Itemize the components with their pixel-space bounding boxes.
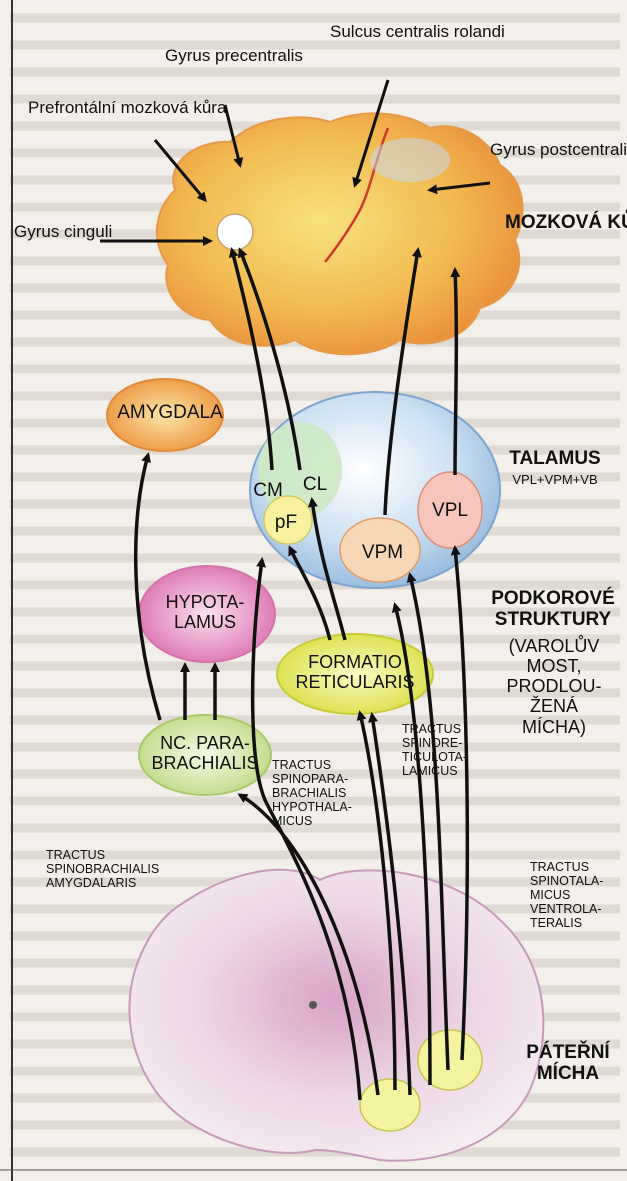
label-vpl: VPL — [425, 500, 475, 521]
label-talamus: TALAMUS — [500, 448, 610, 469]
label-formatio-reticularis: FORMATIO RETICULARIS — [290, 652, 420, 692]
label-hypotalamus: HYPOTA-LAMUS — [150, 592, 260, 632]
label-paterni-micha: PÁTEŘNÍ MÍCHA — [518, 1042, 618, 1085]
spinal-cord-shape — [129, 870, 543, 1161]
label-gyrus-precentralis: Gyrus precentralis — [165, 46, 275, 65]
label-tractus-spinobrachialis-amygdalaris: TRACTUS SPINOBRACHIALIS AMYGDALARIS — [46, 848, 196, 890]
label-cl: CL — [295, 474, 335, 495]
label-cm: CM — [248, 480, 288, 501]
label-podkorove-struktury: PODKOROVÉ STRUKTURY — [488, 588, 618, 631]
label-amygdala: AMYGDALA — [115, 402, 225, 423]
label-gyrus-postcentralis: Gyrus postcentralis — [490, 140, 590, 159]
label-vpm: VPM — [355, 542, 410, 563]
cerebral-cortex-shape — [157, 113, 523, 354]
gyrus-cinguli-spot — [217, 214, 253, 250]
label-mozkova-kura: MOZKOVÁ KŮRA — [505, 212, 623, 233]
label-tractus-spinothalamicus: TRACTUS SPINOTALA-MICUS VENTROLA-TERALIS — [530, 860, 625, 930]
label-sulcus-centralis: Sulcus centralis rolandi — [330, 22, 440, 41]
label-podkorove-sub: (VAROLŮV MOST, PRODLOU-ŽENÁ MÍCHA) — [496, 636, 612, 737]
label-tractus-spinoparabrachialis: TRACTUS SPINOPARA-BRACHIALIS HYPOTHALA-M… — [272, 758, 390, 828]
label-talamus-sub: VPL+VPM+VB — [500, 473, 610, 488]
label-gyrus-cinguli: Gyrus cinguli — [14, 222, 94, 241]
label-tractus-spinoreticulothalamicus: TRACTUS SPINORE-TICULOTA-LAMICUS — [402, 722, 492, 778]
label-prefrontal-cortex: Prefrontální mozková kůra — [28, 98, 158, 117]
label-nc-parabrachialis: NC. PARA-BRACHIALIS — [140, 733, 270, 773]
label-pf: pF — [266, 512, 306, 533]
